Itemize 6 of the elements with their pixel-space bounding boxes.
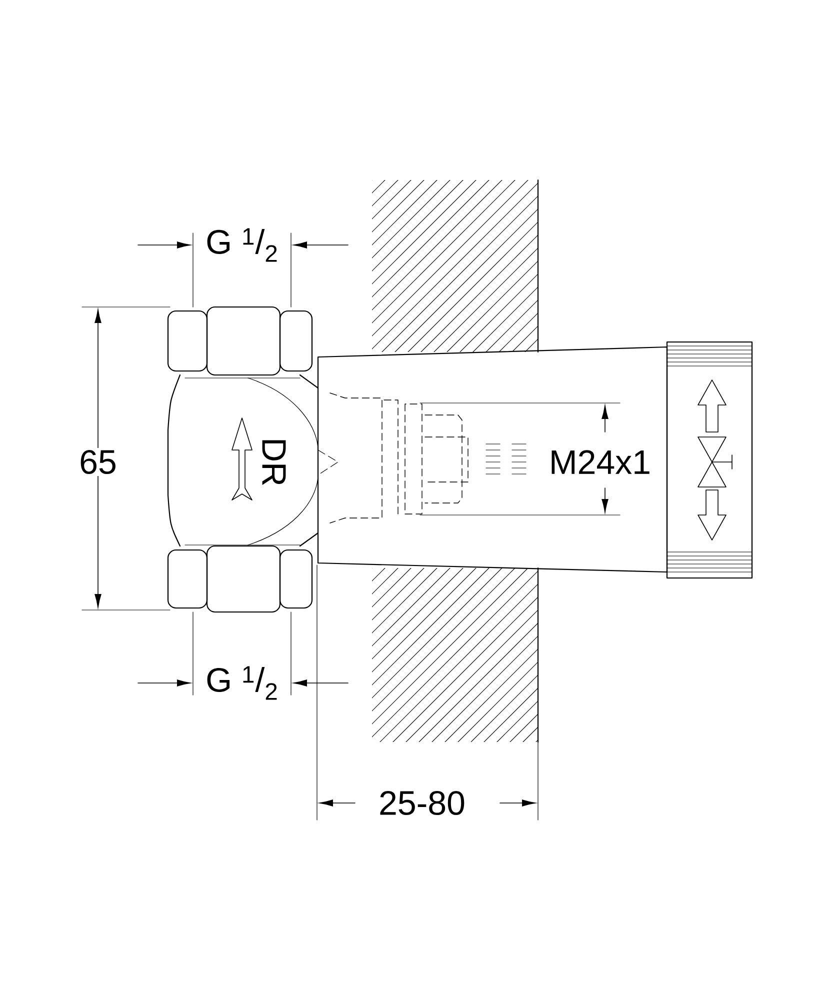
- dimension-label: 65: [77, 448, 119, 476]
- flow-label: DR: [260, 435, 288, 489]
- dimension-label: G $^{1}$/$_{2}$: [204, 664, 280, 702]
- dimension-label: 25-80: [376, 788, 468, 818]
- dimension-label: M24x1: [546, 448, 654, 476]
- dimension-label: G $^{1}$/$_{2}$: [204, 226, 280, 264]
